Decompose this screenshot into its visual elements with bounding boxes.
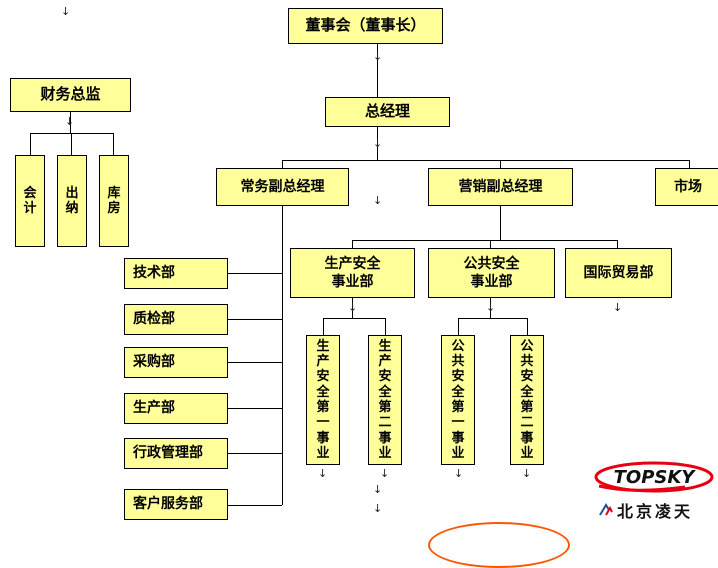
org-box-admin-dept[interactable]: 行政管理部 bbox=[124, 438, 228, 469]
connector-drop-pb1 bbox=[458, 318, 459, 335]
connector-drop-exec bbox=[282, 160, 283, 168]
paragraph-mark: ↓ bbox=[373, 194, 383, 207]
connector-drop-market bbox=[689, 160, 690, 168]
connector-row3-hbar bbox=[352, 240, 618, 241]
connector-branch-custserv bbox=[228, 505, 282, 506]
org-box-public-safety-div-1[interactable]: 公 共 安 全 第 一 事 业 bbox=[441, 335, 475, 465]
paragraph-mark: ↓ bbox=[522, 467, 532, 480]
connector-branch-qc bbox=[228, 319, 282, 320]
paragraph-mark: ↓ bbox=[373, 483, 383, 496]
connector-drop-ps1 bbox=[323, 318, 324, 335]
org-box-general-manager[interactable]: 总经理 bbox=[325, 97, 450, 127]
connector-pubsafety-hbar bbox=[458, 318, 527, 319]
connector-gm-trunk bbox=[377, 127, 378, 161]
connector-branch-admin bbox=[228, 453, 282, 454]
paragraph-mark: ↓ bbox=[65, 115, 75, 128]
paragraph-mark: ↓ bbox=[380, 467, 390, 480]
paragraph-mark: ↓ bbox=[613, 301, 623, 314]
connector-exec-trunk bbox=[282, 206, 283, 505]
org-box-prod-safety-div-2[interactable]: 生 产 安 全 第 二 事 业 bbox=[368, 335, 402, 465]
org-box-customer-service-dept[interactable]: 客户服务部 bbox=[124, 489, 228, 520]
paragraph-mark: ↓ bbox=[373, 137, 383, 150]
connector-prodsafety-trunk bbox=[352, 298, 353, 318]
paragraph-mark: ↓ bbox=[318, 467, 328, 480]
connector-board-to-gm bbox=[377, 44, 378, 97]
connector-branch-production bbox=[228, 408, 282, 409]
paragraph-mark: ↓ bbox=[373, 50, 383, 63]
org-box-purchasing-dept[interactable]: 采购部 bbox=[124, 347, 228, 378]
connector-drop-pb2 bbox=[527, 318, 528, 335]
org-box-qc-dept[interactable]: 质检部 bbox=[124, 304, 228, 335]
paragraph-mark: ↓ bbox=[348, 301, 358, 314]
org-box-board-of-directors[interactable]: 董事会（董事长） bbox=[288, 8, 443, 44]
paragraph-mark: ↓ bbox=[373, 502, 383, 515]
org-box-executive-deputy-gm[interactable]: 常务副总经理 bbox=[216, 168, 349, 206]
org-chart-document: { "boxes": { "board": {"label": "董事会（董事长… bbox=[10, 5, 718, 568]
connector-pubsafety-trunk bbox=[490, 298, 491, 318]
topsky-brand-text: TOPSKY bbox=[614, 467, 697, 488]
org-box-production-safety-div[interactable]: 生产安全 事业部 bbox=[290, 248, 415, 298]
topsky-ellipse-swoosh-icon: TOPSKY bbox=[594, 461, 714, 493]
connector-drop-accounting bbox=[30, 133, 31, 155]
org-box-warehouse[interactable]: 库 房 bbox=[99, 155, 129, 247]
org-box-accounting[interactable]: 会 计 bbox=[15, 155, 45, 247]
org-box-prod-safety-div-1[interactable]: 生 产 安 全 第 一 事 业 bbox=[306, 335, 340, 465]
company-name-text: 北京凌天 bbox=[617, 502, 694, 521]
org-box-production-dept[interactable]: 生产部 bbox=[124, 393, 228, 424]
org-box-intl-trade-dept[interactable]: 国际贸易部 bbox=[565, 248, 672, 298]
connector-drop-intltrade bbox=[617, 240, 618, 248]
connector-branch-purchasing bbox=[228, 362, 282, 363]
paragraph-mark: ↓ bbox=[61, 5, 71, 18]
connector-row2-hbar bbox=[282, 160, 690, 161]
connector-drop-cashier bbox=[71, 133, 72, 155]
connector-finance-trunk bbox=[70, 112, 71, 133]
paragraph-mark: ↓ bbox=[454, 467, 464, 480]
connector-drop-marketing bbox=[500, 160, 501, 168]
org-box-public-safety-div-2[interactable]: 公 共 安 全 第 二 事 业 bbox=[510, 335, 544, 465]
connector-drop-prodsafety bbox=[352, 240, 353, 248]
connector-drop-ps2 bbox=[385, 318, 386, 335]
org-box-tech-dept[interactable]: 技术部 bbox=[124, 258, 228, 289]
connector-drop-pubsafety bbox=[490, 240, 491, 248]
org-box-market-clipped[interactable]: 市场 bbox=[655, 168, 718, 206]
connector-marketing-trunk bbox=[500, 206, 501, 240]
paragraph-mark: ↓ bbox=[486, 301, 496, 314]
org-box-public-safety-div[interactable]: 公共安全 事业部 bbox=[428, 248, 555, 298]
topsky-logo: TOPSKY 北京凌天 bbox=[593, 460, 718, 524]
lingtian-emblem-icon bbox=[599, 503, 613, 516]
org-box-finance-director[interactable]: 财务总监 bbox=[10, 78, 131, 112]
org-box-cashier[interactable]: 出 纳 bbox=[57, 155, 87, 247]
org-box-marketing-deputy-gm[interactable]: 营销副总经理 bbox=[428, 168, 573, 206]
connector-finance-hbar bbox=[30, 133, 114, 134]
connector-prodsafety-hbar bbox=[323, 318, 385, 319]
connector-drop-warehouse bbox=[113, 133, 114, 155]
connector-branch-tech bbox=[228, 273, 282, 274]
